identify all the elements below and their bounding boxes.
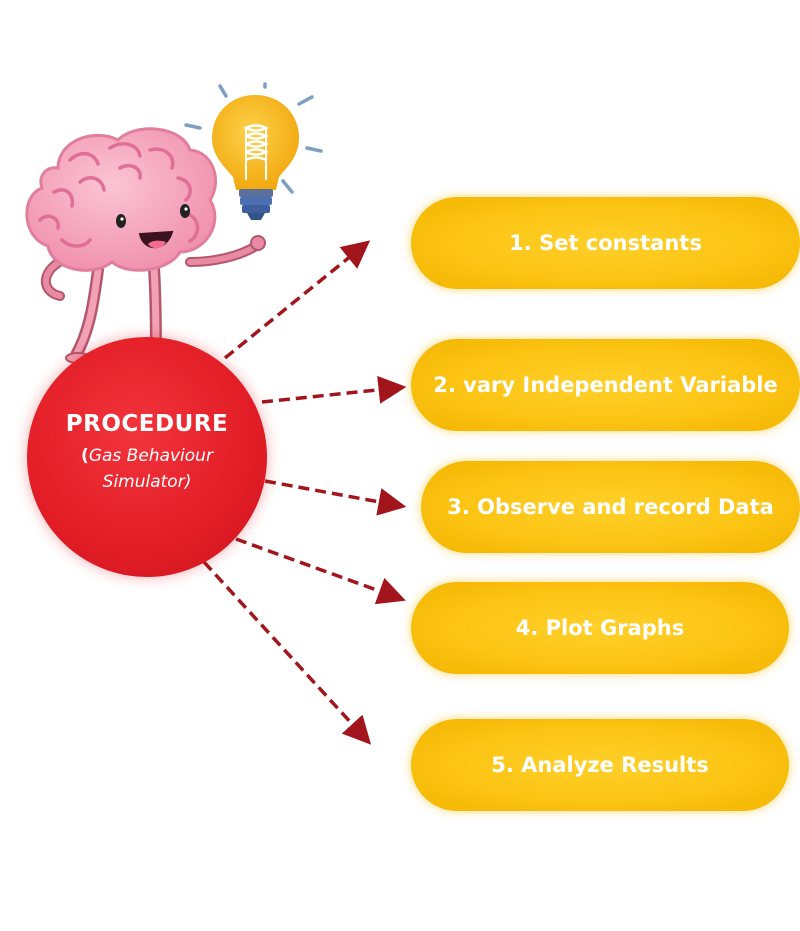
procedure-hub: PROCEDURE (Gas Behaviour Simulator) — [27, 337, 267, 577]
arrow-to-step-2 — [261, 375, 407, 404]
hub-subtitle-line1: Gas Behaviour — [88, 446, 213, 466]
step-set-constants: 1. Set constants — [411, 197, 800, 289]
arrow-to-step-5 — [202, 560, 372, 745]
arrow-to-step-4 — [235, 537, 406, 605]
arrow-to-step-1 — [223, 240, 371, 360]
hub-subtitle-close-paren: ) — [184, 472, 192, 492]
hub-subtitle-line2: Simulator — [102, 472, 185, 492]
light-bulb-icon — [184, 82, 323, 220]
step-vary-independent-variable: 2. vary Independent Variable — [411, 339, 800, 431]
step-plot-graphs: 4. Plot Graphs — [411, 582, 789, 674]
step-observe-record-data: 3. Observe and record Data — [421, 461, 800, 553]
arrow-to-step-3 — [264, 479, 407, 516]
hub-subtitle-open-paren: ( — [81, 446, 89, 466]
step-analyze-results: 5. Analyze Results — [411, 719, 789, 811]
brain-mascot-icon — [25, 127, 266, 364]
hub-subtitle: (Gas Behaviour Simulator) — [57, 443, 237, 495]
hub-title: PROCEDURE — [65, 411, 229, 437]
